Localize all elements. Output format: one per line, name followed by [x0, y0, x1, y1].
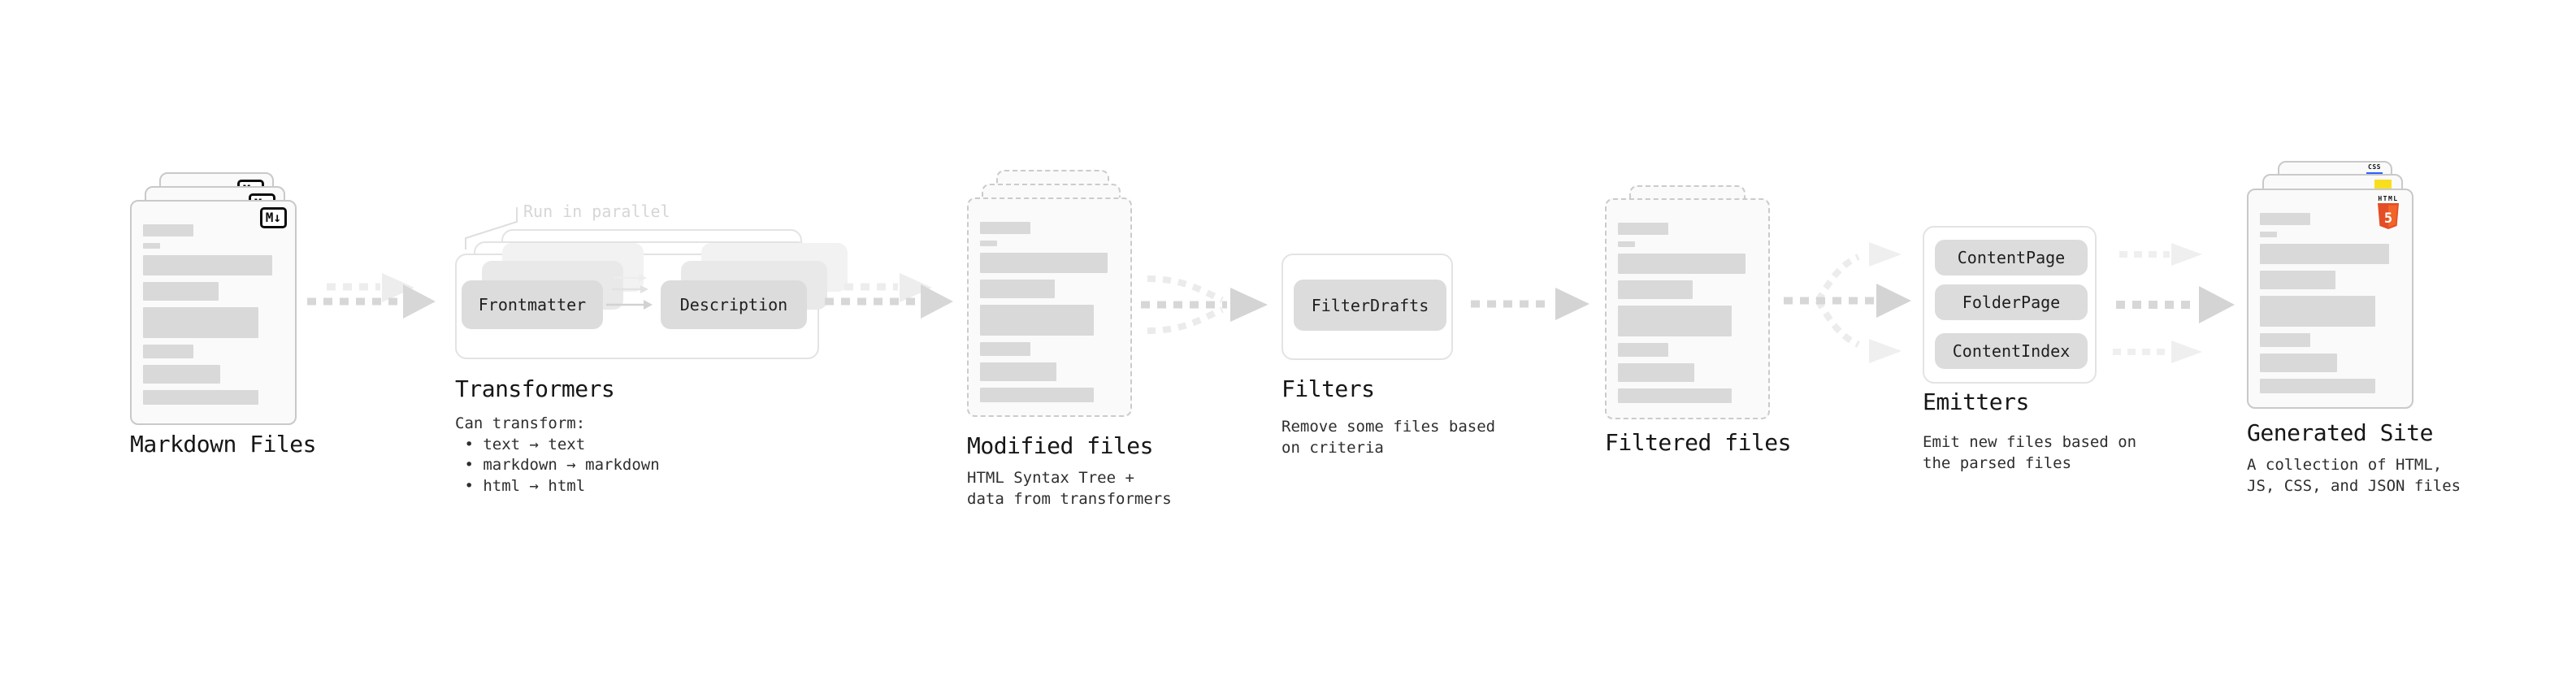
transformers-description: Can transform: • text → text • markdown … [455, 414, 660, 495]
flow-arrow-double-icon [825, 273, 953, 319]
text-line-bar [980, 241, 997, 246]
markdown-file: M↓ [130, 200, 297, 425]
text-line-bar [2260, 244, 2390, 264]
file-content-skeleton [143, 224, 284, 405]
transformers-group: Run in parallel Frontmatter Description [455, 202, 848, 372]
transformer-node-description: Description [661, 280, 807, 329]
text-line-bar [1618, 280, 1693, 299]
text-line-bar [2260, 333, 2311, 347]
text-line-bar [2260, 379, 2375, 393]
text-line-bar [980, 280, 1056, 298]
filter-node-filterdrafts: FilterDrafts [1294, 280, 1446, 331]
modified-files-description: HTML Syntax Tree + data from transformer… [967, 469, 1172, 508]
run-in-parallel-annotation: Run in parallel [523, 202, 670, 221]
modified-files-stack [967, 170, 1162, 422]
generated-site-description: A collection of HTML, JS, CSS, and JSON … [2247, 456, 2461, 495]
stage-label-emitters: Emitters [1923, 388, 2029, 415]
stage-label-markdown-files: Markdown Files [130, 431, 317, 458]
text-line-bar [1618, 254, 1746, 274]
transformer-node-frontmatter: Frontmatter [462, 280, 603, 329]
text-line-bar [1618, 306, 1733, 336]
text-line-bar [143, 307, 258, 338]
text-line-bar [143, 345, 194, 358]
text-line-bar [980, 222, 1030, 234]
text-line-bar [143, 282, 219, 301]
text-line-bar [1618, 388, 1733, 403]
filtered-file [1605, 198, 1770, 419]
js-badge-icon [2374, 180, 2392, 190]
text-line-bar [2260, 232, 2277, 237]
annotation-leader-line-icon [465, 207, 518, 249]
file-content-skeleton [1618, 223, 1757, 403]
parallel-arrows-icon [606, 274, 653, 310]
text-line-bar [2260, 354, 2338, 372]
stage-label-modified-files: Modified files [967, 432, 1154, 459]
html-file: HTML 5 [2247, 189, 2413, 409]
text-line-bar [143, 243, 160, 249]
emitters-panel: ContentPage FolderPage ContentIndex [1923, 226, 2097, 384]
text-line-bar [2260, 213, 2311, 225]
flow-arrow-triple-icon [2113, 243, 2235, 363]
svg-text:5: 5 [2384, 210, 2392, 227]
text-line-bar [980, 388, 1095, 402]
markdown-files-stack: M↓ M↓ M↓ [130, 172, 325, 428]
text-line-bar [143, 390, 258, 405]
text-line-bar [143, 224, 194, 236]
text-line-bar [2260, 271, 2336, 289]
flow-arrow-converge-icon [1141, 275, 1268, 334]
text-line-bar [980, 362, 1057, 381]
html5-icon: HTML 5 [2374, 195, 2402, 232]
flow-arrow-icon [1471, 288, 1589, 320]
stage-label-generated-site: Generated Site [2247, 419, 2434, 446]
css-badge-icon: CSS [2365, 163, 2384, 176]
text-line-bar [143, 255, 273, 275]
flow-arrow-diverge-icon [1784, 242, 1911, 363]
stage-label-filters: Filters [1281, 375, 1375, 402]
text-line-bar [1618, 241, 1635, 247]
emitter-node-contentindex: ContentIndex [1935, 333, 2088, 369]
flow-arrow-double-icon [307, 273, 436, 319]
stage-label-transformers: Transformers [455, 375, 615, 402]
filters-panel: FilterDrafts [1281, 254, 1453, 360]
markdown-icon: M↓ [259, 207, 287, 229]
stage-label-filtered-files: Filtered files [1605, 429, 1792, 456]
file-content-skeleton [2260, 213, 2400, 393]
text-line-bar [1618, 223, 1668, 235]
emitters-description: Emit new files based on the parsed files [1923, 433, 2137, 472]
emitter-node-contentpage: ContentPage [1935, 240, 2088, 275]
modified-file [967, 197, 1132, 417]
text-line-bar [1618, 363, 1695, 382]
emitter-node-folderpage: FolderPage [1935, 284, 2088, 320]
filters-description: Remove some files based on criteria [1281, 418, 1496, 457]
text-line-bar [980, 305, 1095, 336]
text-line-bar [1618, 343, 1668, 357]
generated-site-stack: CSS HTML 5 [2247, 161, 2426, 413]
text-line-bar [143, 365, 221, 384]
text-line-bar [980, 253, 1108, 273]
file-content-skeleton [980, 222, 1119, 402]
filtered-files-stack [1605, 185, 1784, 421]
text-line-bar [2260, 296, 2375, 327]
text-line-bar [980, 342, 1030, 356]
